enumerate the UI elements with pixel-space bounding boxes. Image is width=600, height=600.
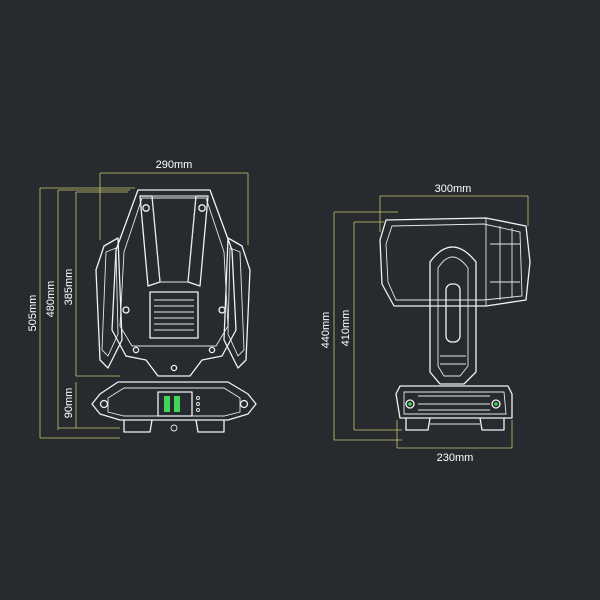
front-height-total-label: 505mm xyxy=(27,295,39,332)
front-width-label: 290mm xyxy=(156,159,193,171)
side-height-total-label: 440mm xyxy=(320,312,332,349)
side-fixture-outline xyxy=(379,217,531,431)
side-base-width-label: 230mm xyxy=(437,452,474,464)
front-height-arm-label: 385mm xyxy=(63,269,75,306)
side-height-arm-label: 410mm xyxy=(340,310,352,347)
side-view: 300mm 440mm 410mm 230mm xyxy=(320,183,531,464)
front-fixture-outline xyxy=(91,189,257,433)
side-dimension-lines xyxy=(333,195,529,449)
front-base-height-label: 90mm xyxy=(63,388,75,419)
front-dimension-lines xyxy=(39,172,249,439)
front-view: 290mm 505mm 480mm 385mm 90mm xyxy=(27,159,257,439)
front-height-head-label: 480mm xyxy=(45,281,57,318)
side-width-label: 300mm xyxy=(435,183,472,195)
